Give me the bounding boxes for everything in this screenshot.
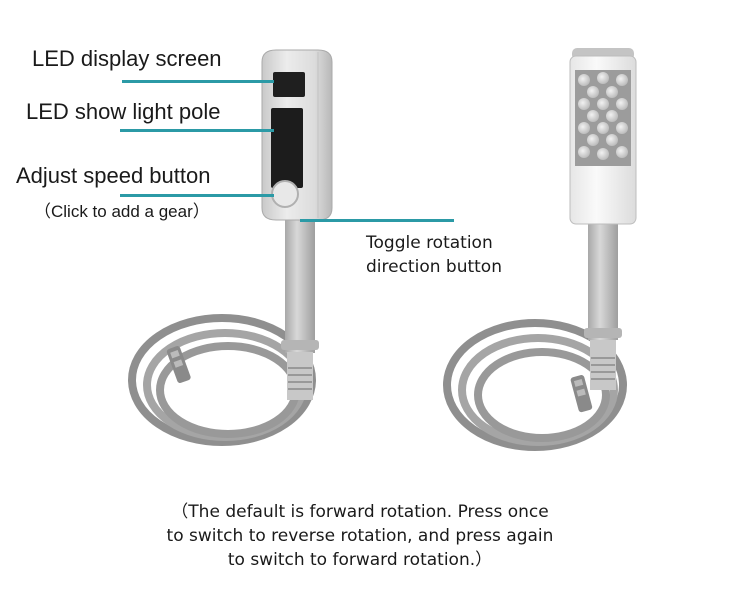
label-led-light-pole: LED show light pole [26, 99, 221, 124]
left-handpiece [128, 49, 333, 446]
right-handpiece [443, 48, 637, 451]
led-light-pole [271, 108, 303, 188]
label-adjust-speed-button: Adjust speed button [16, 163, 211, 188]
label-speed-button-note: （Click to add a gear） [34, 202, 210, 221]
leader-led-display-screen [122, 80, 274, 83]
right-connector [570, 375, 593, 413]
label-toggle-rotation-line2: direction button [366, 257, 502, 277]
left-connector [166, 346, 191, 383]
speed-button [271, 180, 299, 208]
rotation-note-line1: （The default is forward rotation. Press … [171, 502, 549, 522]
rotation-note-line2: to switch to reverse rotation, and press… [166, 526, 554, 546]
led-display-screen [273, 72, 305, 97]
label-toggle-rotation-line1: Toggle rotation [366, 233, 493, 253]
roller-balls [578, 72, 628, 160]
label-led-display-screen: LED display screen [32, 46, 222, 71]
leader-led-light-pole [120, 129, 274, 132]
leader-adjust-speed-button [120, 194, 274, 197]
rotation-note-line3: to switch to forward rotation.） [227, 550, 493, 570]
leader-toggle-rotation [300, 219, 454, 222]
rotation-note: （The default is forward rotation. Press … [140, 500, 580, 572]
